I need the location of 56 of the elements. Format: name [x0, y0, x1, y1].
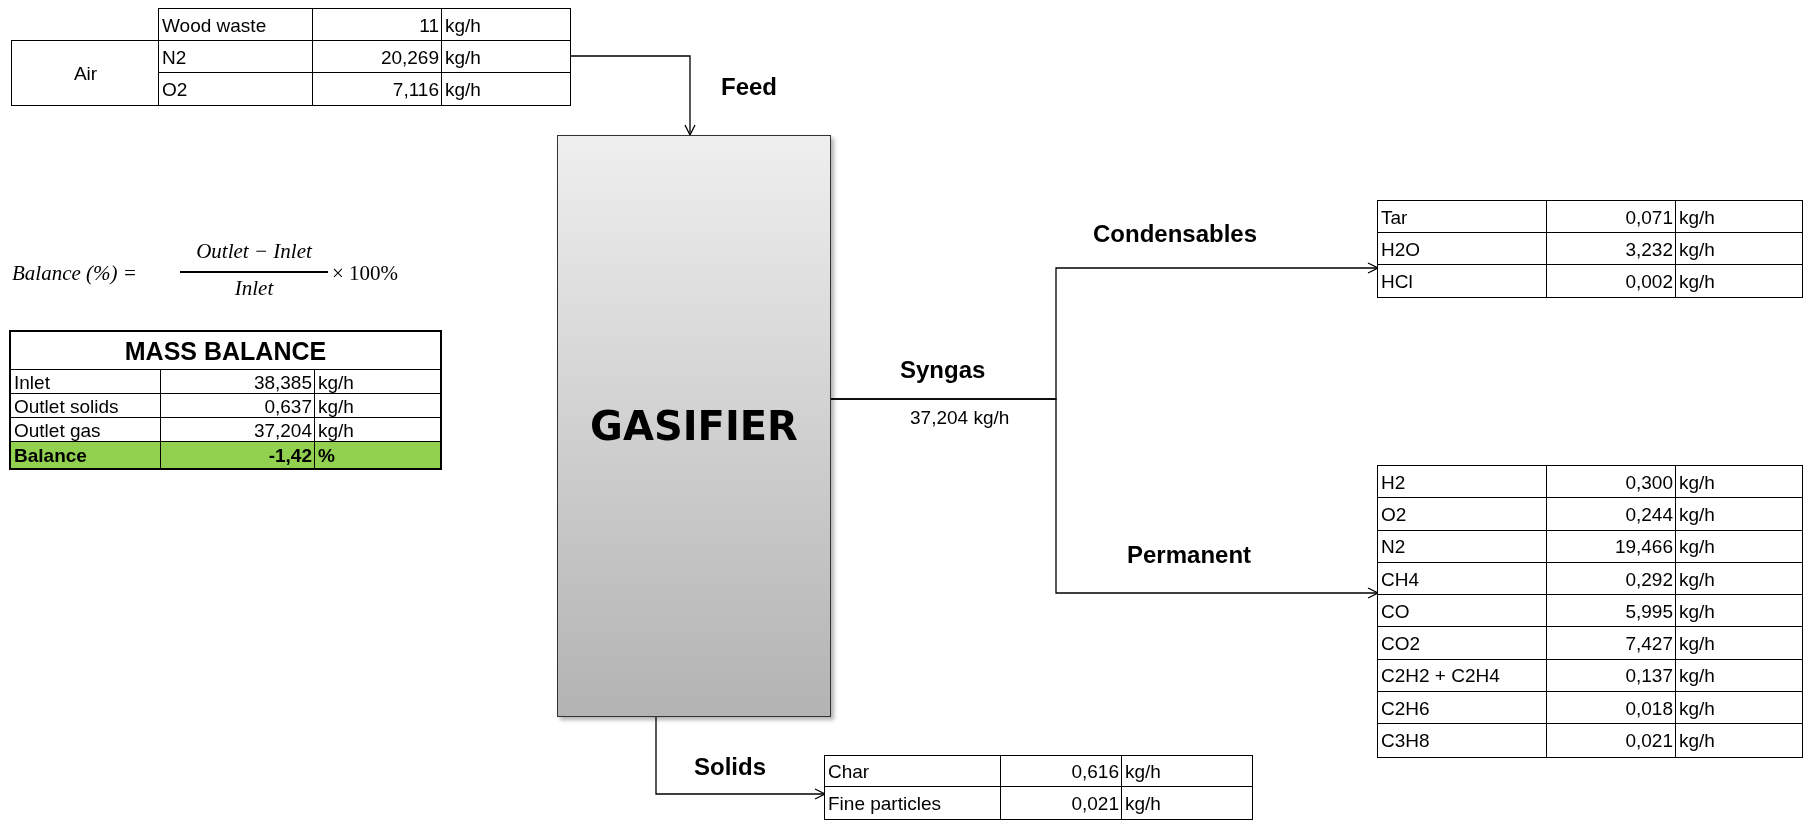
formula-numerator: Outlet − Inlet [195, 241, 314, 262]
table-cell: CO2 [1378, 627, 1547, 660]
table-cell: 0,021 [1001, 787, 1122, 819]
table-cell: 0,616 [1001, 756, 1122, 787]
table-cell: 3,232 [1547, 233, 1676, 265]
arrow [569, 55, 696, 136]
formula-text: × 100% [332, 263, 399, 284]
table-cell: N2 [159, 41, 313, 73]
table-cell: 19,466 [1547, 530, 1676, 563]
stream-label: Syngas [900, 358, 986, 382]
table-cell: Inlet [11, 370, 161, 394]
edge-label: Feed [721, 75, 777, 99]
table-cell: -1,42 [161, 442, 315, 468]
edge-label: Solids [694, 755, 766, 779]
table-cell: Tar [1378, 201, 1547, 233]
table-cell: 0,018 [1547, 692, 1676, 725]
table-cell: 5,995 [1547, 595, 1676, 628]
vessel-label: GASIFIER [590, 406, 798, 446]
table-cell: N2 [1378, 530, 1547, 563]
table-cell: 0,244 [1547, 498, 1676, 531]
data-table [1378, 201, 1802, 297]
table-cell: C2H2 + C2H4 [1378, 659, 1547, 693]
table-cell: 0,002 [1547, 265, 1676, 297]
table-cell: H2 [1378, 466, 1547, 499]
gasifier-vessel [557, 135, 831, 717]
table-cell: Wood waste [159, 9, 313, 41]
arrow [830, 398, 1379, 599]
table-cell: 7,427 [1547, 627, 1676, 660]
table-cell: Outlet solids [11, 394, 161, 418]
table-cell: 38,385 [161, 370, 315, 394]
table-cell: Outlet gas [11, 418, 161, 442]
data-table [9, 330, 442, 470]
table-cell: Balance [11, 442, 161, 468]
table-cell: % [315, 442, 440, 468]
data-table [1378, 466, 1802, 757]
edge-label: Condensables [1093, 222, 1258, 246]
table-cell: 0,300 [1547, 466, 1676, 499]
edge-label: Permanent [1127, 543, 1252, 567]
table-cell: kg/h [442, 41, 570, 73]
table-cell: CH4 [1378, 562, 1547, 596]
table-cell: C2H6 [1378, 692, 1547, 725]
arrow [655, 716, 826, 800]
table-cell: 0,637 [161, 394, 315, 418]
flow-rate-text: 37,204 kg/h [910, 408, 1010, 427]
table-cell: O2 [1378, 498, 1547, 531]
table-cell: CO [1378, 595, 1547, 628]
formula-denominator: Inlet [233, 278, 275, 299]
table-cell: H2O [1378, 233, 1547, 265]
table-cell: 0,292 [1547, 562, 1676, 596]
table-cell: 37,204 [161, 418, 315, 442]
formula-text: Balance (%) = [12, 263, 137, 284]
table-cell: 11 [313, 9, 442, 41]
table-cell: 0,137 [1547, 659, 1676, 693]
data-table [825, 756, 1252, 819]
table-cell: O2 [159, 73, 313, 105]
table-cell: 0,071 [1547, 201, 1676, 233]
